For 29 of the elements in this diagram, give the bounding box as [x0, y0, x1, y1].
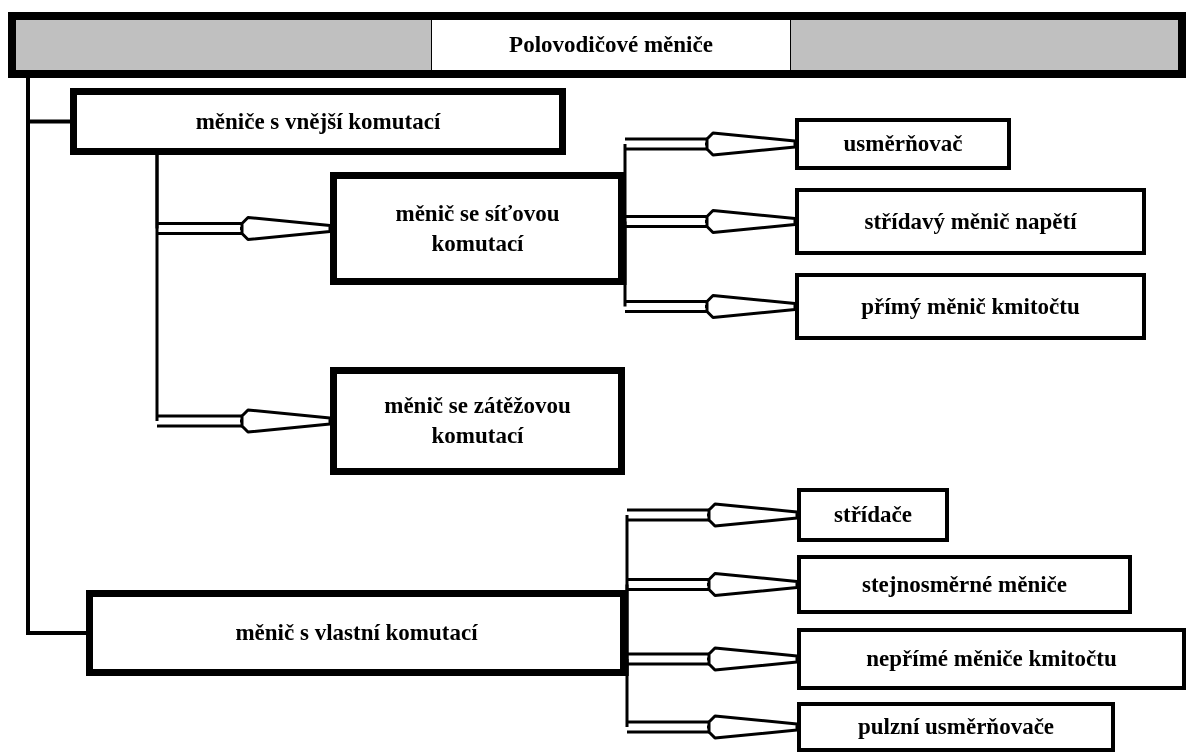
box-label: nepřímé měniče kmitočtu [865, 645, 1118, 674]
process-box [797, 488, 949, 542]
box-label: měnič s vlastní komutací [234, 619, 479, 648]
process-box [70, 88, 566, 155]
process-box [330, 367, 625, 475]
box-label: měnič se zátěžovou komutací [383, 392, 572, 450]
box-label: přímý měnič kmitočtu [860, 292, 1081, 321]
hollow-arrow [155, 153, 332, 434]
process-box [795, 118, 1011, 170]
box-label: střídavý měnič napětí [863, 207, 1078, 236]
box-label: pulzní usměrňovače [856, 713, 1056, 742]
title-text: Polovodičové měniče [431, 20, 791, 70]
process-box [86, 590, 627, 676]
hollow-arrow [625, 646, 799, 678]
process-box [797, 555, 1132, 614]
box-label: střídače [833, 501, 913, 530]
hollow-arrow [625, 674, 799, 740]
box-label: měniče s vnější komutací [194, 107, 442, 136]
title-band [8, 12, 1186, 78]
hollow-arrow [623, 283, 797, 319]
process-box [797, 702, 1115, 752]
process-box [795, 273, 1146, 340]
hollow-arrow [623, 209, 797, 287]
box-label: měnič se síťovou komutací [394, 199, 561, 258]
process-box [795, 188, 1146, 255]
box-label: stejnosměrné měniče [861, 570, 1068, 599]
process-box [797, 628, 1186, 690]
process-box [330, 172, 625, 285]
box-label: usměrňovač [842, 130, 964, 159]
